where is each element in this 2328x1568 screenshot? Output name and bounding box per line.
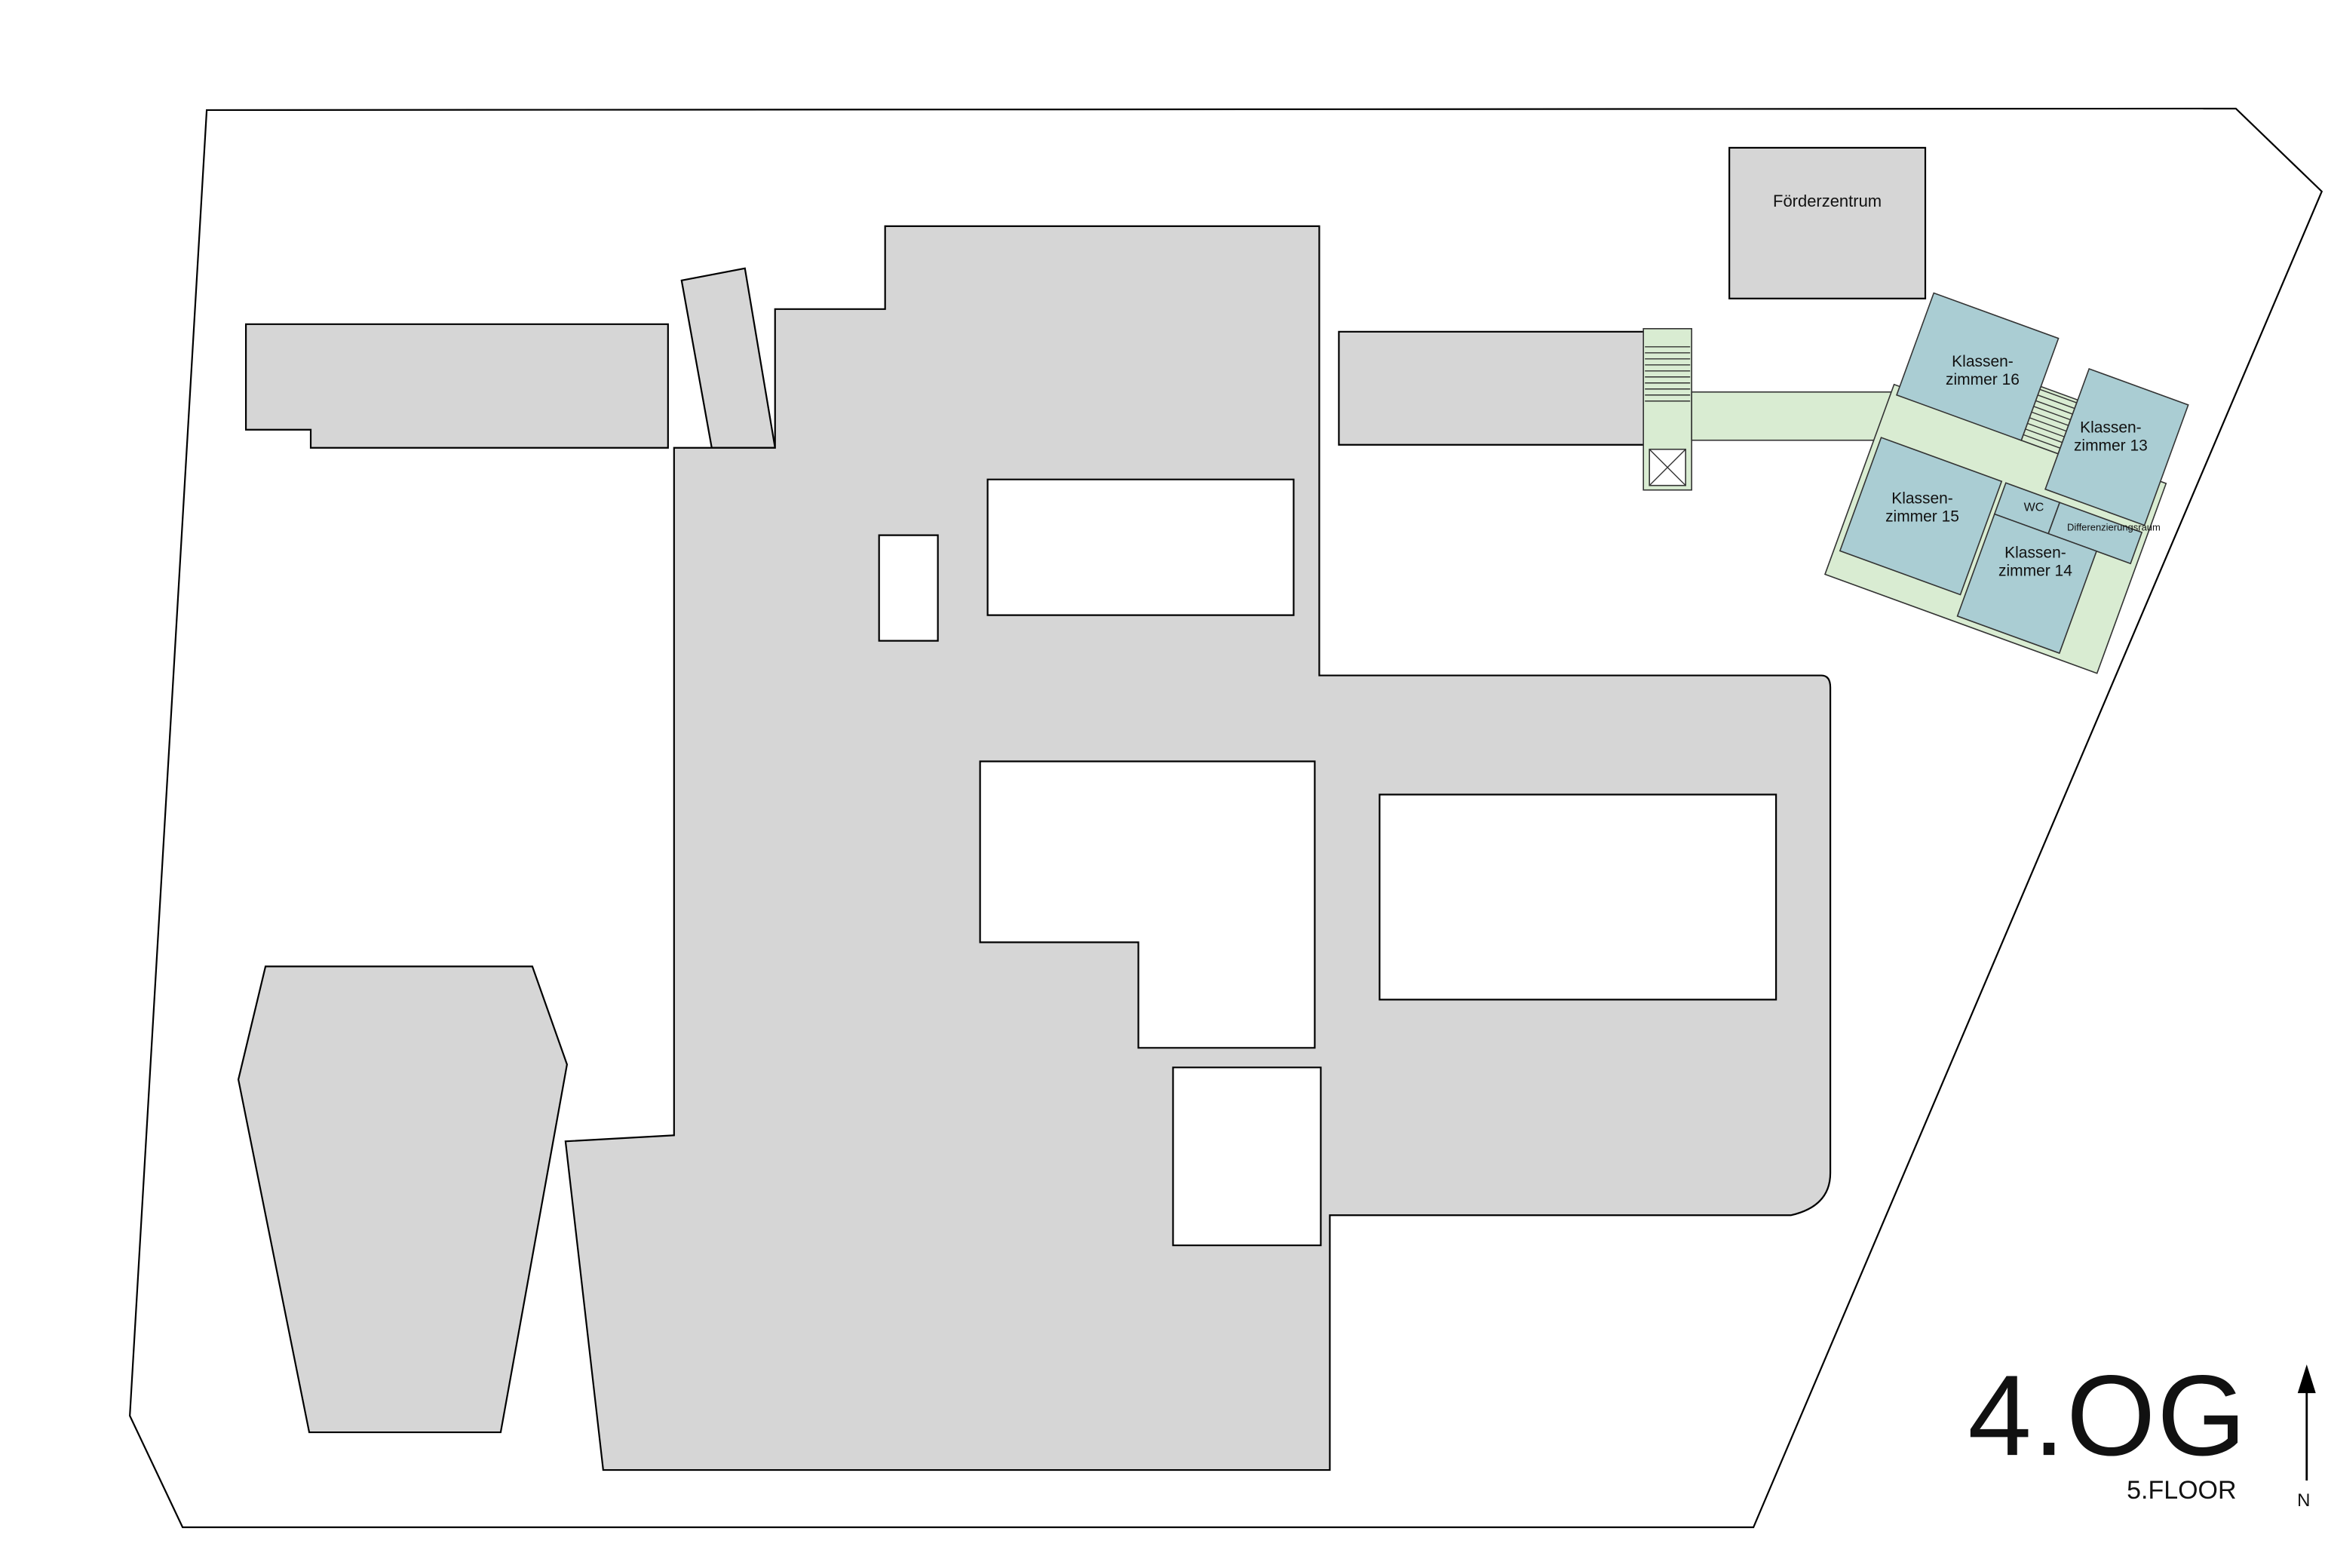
- corridor-link: [1691, 391, 1903, 441]
- room-diff-label: Differenzierungsraum: [2067, 522, 2161, 533]
- stairs-icon: [1645, 346, 1691, 402]
- elevator-cross-icon: [1649, 449, 1686, 486]
- room-k13-label-line2: zimmer 13: [2074, 437, 2148, 455]
- room-foerderzentrum-label: Förderzentrum: [1773, 192, 1882, 210]
- room-k15-label-line1: Klassen-: [1891, 490, 1953, 508]
- room-k13-label-line1: Klassen-: [2080, 419, 2142, 437]
- room-klassenzimmer-13: [2044, 367, 2189, 526]
- north-arrowhead-icon: [2297, 1364, 2316, 1394]
- north-label: N: [2297, 1490, 2310, 1511]
- room-k16-label-line1: Klassen-: [1952, 353, 2014, 370]
- building-right-block: [1338, 330, 1648, 446]
- building-top-left-wing: [244, 323, 669, 449]
- room-foerderzentrum: [1728, 146, 1927, 299]
- room-k14-label-line2: zimmer 14: [1998, 563, 2072, 580]
- cluster-stairs-icon: [2023, 388, 2078, 449]
- classroom-cluster: [1823, 292, 2189, 674]
- floor-title: 4.OG: [1968, 1352, 2247, 1480]
- room-k16-label-line2: zimmer 16: [1946, 371, 2020, 388]
- floor-subtitle: 5.FLOOR: [2127, 1476, 2236, 1505]
- room-k14-label-line1: Klassen-: [2004, 545, 2066, 562]
- room-wc-label: WC: [2024, 502, 2044, 514]
- room-k15-label-line2: zimmer 15: [1885, 508, 1959, 526]
- building-hexagon-block: [237, 965, 569, 1434]
- room-klassenzimmer-14: [1956, 513, 2098, 655]
- room-klassenzimmer-15: [1839, 437, 2003, 596]
- building-main-mass: [564, 225, 1832, 1471]
